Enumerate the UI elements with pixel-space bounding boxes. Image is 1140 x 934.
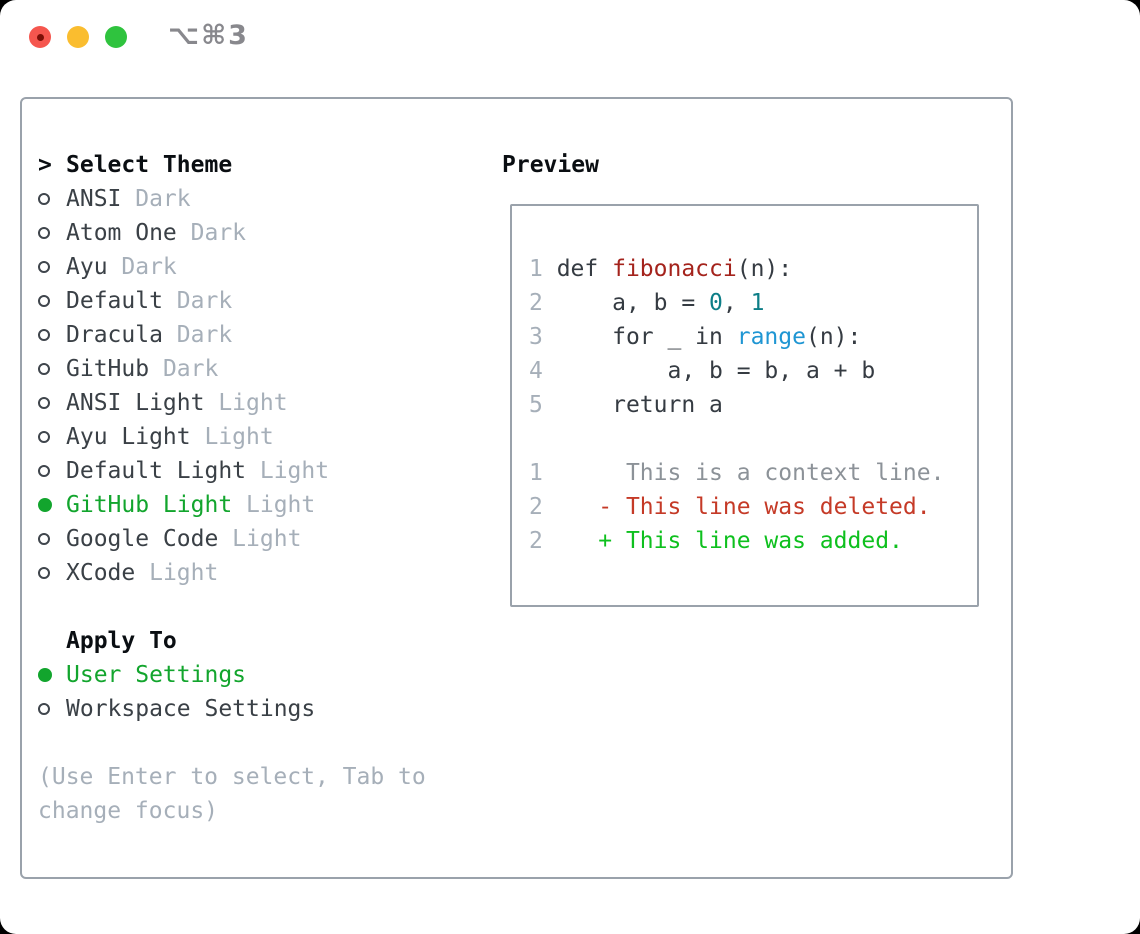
theme-option-label: Dracula: [66, 322, 163, 348]
line-number: [529, 426, 543, 452]
zoom-button[interactable]: [105, 26, 127, 48]
apply-to-option-label: User Settings: [66, 662, 247, 688]
line-number: 2: [529, 528, 557, 554]
preview-header: Preview: [502, 152, 599, 178]
theme-variant-label: Dark: [162, 322, 233, 348]
preview-code-line: 2 + This line was added.: [529, 528, 903, 554]
theme-option-label: GitHub Light: [66, 492, 233, 518]
apply-to-header-label: Apply To: [66, 628, 177, 654]
theme-option[interactable]: Ayu Light Light: [38, 420, 490, 454]
line-number: 5: [529, 392, 557, 418]
theme-option[interactable]: XCode Light: [38, 556, 490, 590]
theme-option-label: Default: [66, 288, 163, 314]
preview-code-line: 1 def fibonacci(n):: [529, 256, 793, 282]
theme-option-label: Atom One: [66, 220, 177, 246]
theme-option-label: GitHub: [66, 356, 150, 382]
theme-option-label: Ayu: [66, 254, 108, 280]
theme-variant-label: Light: [135, 560, 219, 586]
radio-unselected-icon[interactable]: [38, 193, 66, 205]
radio-unselected-icon[interactable]: [38, 363, 66, 375]
line-number: 3: [529, 324, 557, 350]
radio-selected-icon[interactable]: [38, 498, 66, 512]
radio-unselected-icon[interactable]: [38, 533, 66, 545]
theme-variant-label: Dark: [149, 356, 219, 382]
radio-unselected-icon[interactable]: [38, 261, 66, 273]
preview-box: 1 def fibonacci(n): 2 a, b = 0, 1 3 for _ …: [510, 204, 979, 607]
theme-option[interactable]: ANSI Dark: [38, 182, 490, 216]
theme-option-label: XCode: [66, 560, 136, 586]
radio-unselected-icon[interactable]: [38, 329, 66, 341]
preview-code-line: [529, 422, 977, 456]
theme-variant-label: Light: [218, 526, 302, 552]
theme-variant-label: Light: [232, 492, 316, 518]
radio-selected-icon[interactable]: [38, 668, 66, 682]
apply-to-header: Apply To: [38, 624, 490, 658]
line-number: 2: [529, 290, 557, 316]
preview-code-line: 2 a, b = 0, 1: [529, 290, 765, 316]
line-number: 4: [529, 358, 557, 384]
select-theme-header-label: Select Theme: [66, 152, 233, 178]
radio-unselected-icon[interactable]: [38, 295, 66, 307]
theme-option[interactable]: GitHub Light Light: [38, 488, 490, 522]
preview-code-line: 5 return a: [529, 392, 723, 418]
radio-unselected-icon[interactable]: [38, 567, 66, 579]
radio-unselected-icon[interactable]: [38, 397, 66, 409]
radio-unselected-icon[interactable]: [38, 431, 66, 443]
minimize-button[interactable]: [67, 26, 89, 48]
radio-unselected-icon[interactable]: [38, 703, 66, 715]
theme-option[interactable]: Default Dark: [38, 284, 490, 318]
line-number: 1: [529, 460, 557, 486]
cursor-caret-icon: >: [38, 152, 52, 178]
radio-unselected-icon[interactable]: [38, 465, 66, 477]
window-controls: [29, 26, 127, 48]
apply-to-option[interactable]: Workspace Settings: [38, 692, 490, 726]
theme-option[interactable]: Dracula Dark: [38, 318, 490, 352]
preview-code-line: 4 a, b = b, a + b: [529, 358, 876, 384]
preview-code: 1 def fibonacci(n): 2 a, b = 0, 1 3 for _ …: [529, 252, 977, 558]
apply-to-option-label: Workspace Settings: [66, 696, 316, 722]
theme-option[interactable]: ANSI Light Light: [38, 386, 490, 420]
apply-to-option[interactable]: User Settings: [38, 658, 490, 692]
radio-unselected-icon[interactable]: [38, 227, 66, 239]
theme-option-label: Default Light: [66, 458, 247, 484]
line-number: 1: [529, 256, 557, 282]
theme-option-label: ANSI Light: [66, 390, 205, 416]
theme-option[interactable]: Atom One Dark: [38, 216, 490, 250]
select-theme-header: > Select Theme: [38, 148, 490, 182]
theme-variant-label: Light: [204, 390, 288, 416]
close-button[interactable]: [29, 26, 51, 48]
window-title: ⌥⌘3: [168, 20, 249, 51]
theme-variant-label: Dark: [107, 254, 177, 280]
theme-variant-label: Dark: [162, 288, 233, 314]
theme-variant-label: Dark: [176, 220, 247, 246]
theme-variant-label: Dark: [121, 186, 191, 212]
theme-option-label: ANSI: [66, 186, 122, 212]
theme-option[interactable]: GitHub Dark: [38, 352, 490, 386]
help-text: (Use Enter to select, Tab to change focu…: [38, 764, 426, 824]
theme-option[interactable]: Ayu Dark: [38, 250, 490, 284]
theme-option-label: Google Code: [66, 526, 219, 552]
theme-variant-label: Light: [190, 424, 274, 450]
theme-option-label: Ayu Light: [66, 424, 191, 450]
theme-variant-label: Light: [246, 458, 330, 484]
preview-code-line: 2 - This line was deleted.: [529, 494, 931, 520]
preview-code-line: 1 This is a context line.: [529, 460, 945, 486]
theme-option[interactable]: Google Code Light: [38, 522, 490, 556]
preview-code-line: 3 for _ in range(n):: [529, 324, 862, 350]
unsaved-dot-icon: [36, 33, 44, 41]
line-number: 2: [529, 494, 557, 520]
titlebar: ⌥⌘3: [0, 0, 1140, 74]
theme-option[interactable]: Default Light Light: [38, 454, 490, 488]
